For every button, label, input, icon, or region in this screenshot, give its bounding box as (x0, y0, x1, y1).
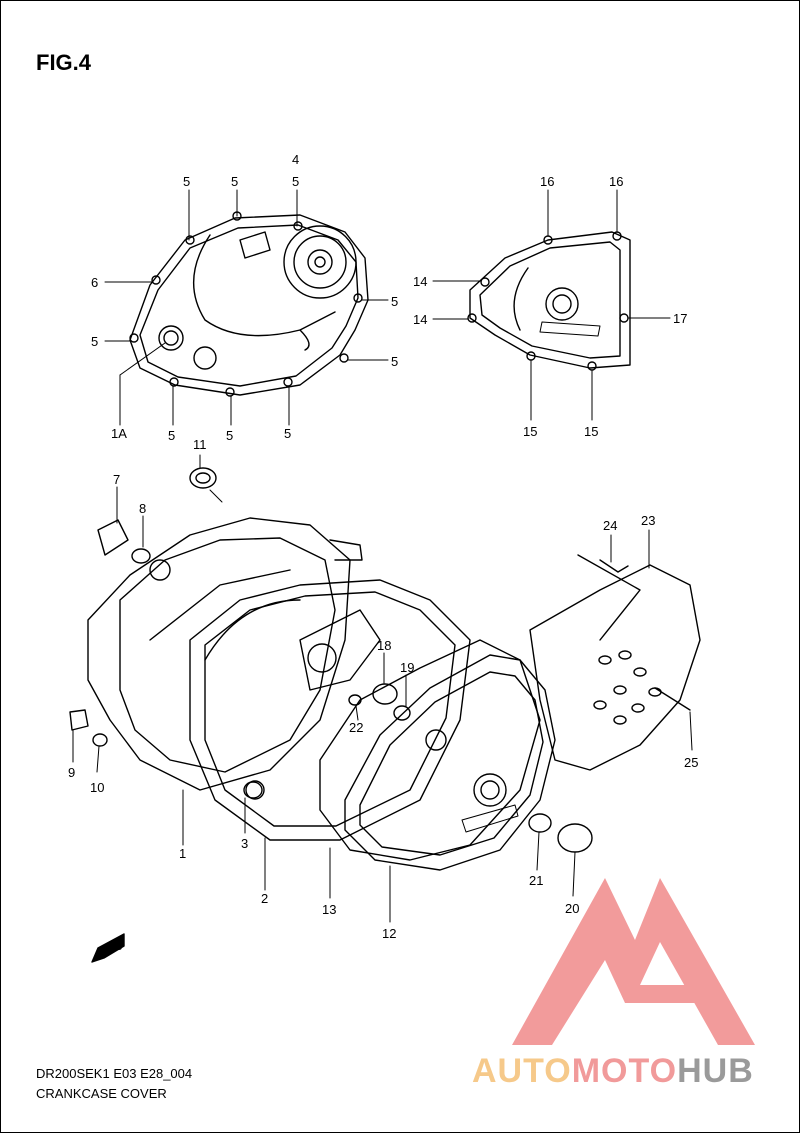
callout-15a: 15 (523, 424, 537, 439)
callout-3: 3 (241, 836, 248, 851)
watermark-hub: HUB (677, 1052, 754, 1090)
callout-7: 7 (113, 472, 120, 487)
callout-17: 17 (673, 311, 687, 326)
callout-8: 8 (139, 501, 146, 516)
figure-name: CRANKCASE COVER (36, 1086, 167, 1101)
callout-14a: 14 (413, 274, 427, 289)
figure-code: DR200SEK1 E03 E28_004 (36, 1066, 193, 1081)
callout-18: 18 (377, 638, 391, 653)
watermark-auto: AUTO (472, 1052, 572, 1090)
magneto-cover-part (467, 231, 631, 371)
figure-title: FIG.4 (36, 50, 92, 75)
callout-5i: 5 (284, 426, 291, 441)
callout-1a: 1A (111, 426, 127, 441)
callout-24: 24 (603, 518, 617, 533)
callout-16a: 16 (540, 174, 554, 189)
callout-21: 21 (529, 873, 543, 888)
callout-13: 13 (322, 902, 336, 917)
callout-5c: 5 (292, 174, 299, 189)
callout-6: 6 (91, 275, 98, 290)
callout-labels: 5 5 4 5 6 5 5 5 1A 5 5 5 16 16 14 14 17 … (68, 152, 698, 941)
callout-5e: 5 (391, 294, 398, 309)
callout-5d: 5 (91, 334, 98, 349)
callout-5f: 5 (391, 354, 398, 369)
callout-11: 11 (193, 437, 207, 452)
callout-4: 4 (292, 152, 299, 167)
fwd-label: FWD (104, 943, 122, 952)
callout-1: 1 (179, 846, 186, 861)
callout-9: 9 (68, 765, 75, 780)
watermark-text: AUTOMOTOHUB (472, 1052, 754, 1091)
callout-10: 10 (90, 780, 104, 795)
callout-22: 22 (349, 720, 363, 735)
callout-5h: 5 (226, 428, 233, 443)
leader-lines (72, 189, 693, 923)
crankcase-assembly-part (69, 467, 701, 871)
callout-14b: 14 (413, 312, 427, 327)
callout-19: 19 (400, 660, 414, 675)
callout-20: 20 (565, 901, 579, 916)
callout-15b: 15 (584, 424, 598, 439)
callout-23: 23 (641, 513, 655, 528)
fwd-arrow-icon: FWD (91, 933, 125, 963)
callout-5g: 5 (168, 428, 175, 443)
clutch-cover-part (129, 211, 369, 397)
callout-16b: 16 (609, 174, 623, 189)
watermark-moto: MOTO (571, 1052, 678, 1090)
callout-5b: 5 (231, 174, 238, 189)
callout-5a: 5 (183, 174, 190, 189)
callout-12: 12 (382, 926, 396, 941)
callout-2: 2 (261, 891, 268, 906)
automotohub-logo (512, 878, 755, 1045)
callout-25: 25 (684, 755, 698, 770)
